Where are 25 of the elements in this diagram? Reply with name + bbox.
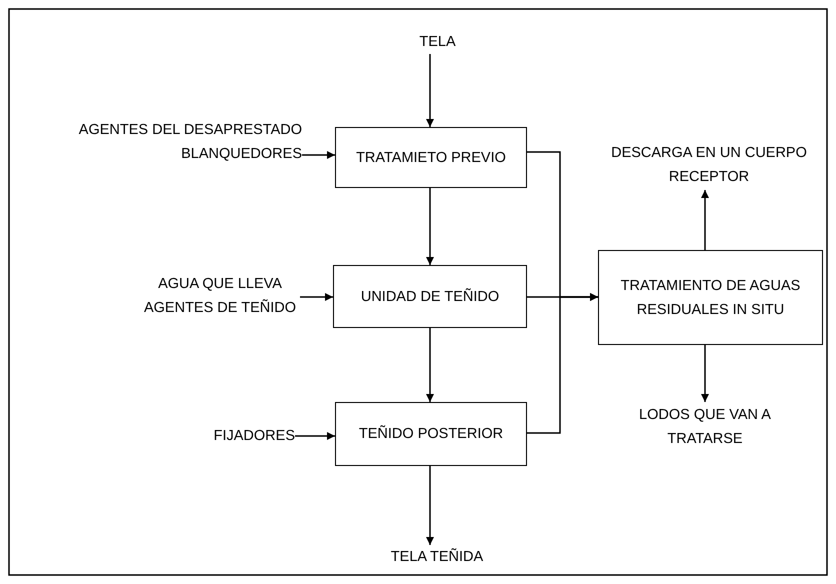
arrow [426,188,434,265]
flow-label: TELA TEÑIDA [390,547,484,567]
arrow [300,293,333,301]
flow-label: DESCARGA EN UN CUERPO RECEPTOR [610,144,808,187]
arrow [426,466,434,545]
arrow [701,190,709,250]
arrow [426,328,434,402]
flow-label: AGUA QUE LLEVA AGENTES DE TEÑIDO [142,275,297,318]
arrow [426,54,434,127]
process-box [335,127,527,188]
box-label: TRATAMIENTO DE AGUAS RESIDUALES IN SITU [620,276,802,320]
process-box [598,250,823,345]
flow-label: TELA [419,33,456,52]
flow-label: AGENTES DEL DESAPRESTADO BLANQUEDORES [78,121,302,164]
process-box [335,402,527,466]
arrow [527,293,598,434]
process-box [333,265,527,328]
flow-label: FIJADORES [214,427,295,446]
arrow [302,151,335,159]
box-label: UNIDAD DE TEÑIDO [360,287,500,306]
box-label: TEÑIDO POSTERIOR [358,424,504,444]
arrow [295,432,335,440]
flow-label: LODOS QUE VAN A TRATARSE [638,406,772,449]
box-label: TRATAMIETO PREVIO [356,148,506,168]
arrow [701,345,709,402]
